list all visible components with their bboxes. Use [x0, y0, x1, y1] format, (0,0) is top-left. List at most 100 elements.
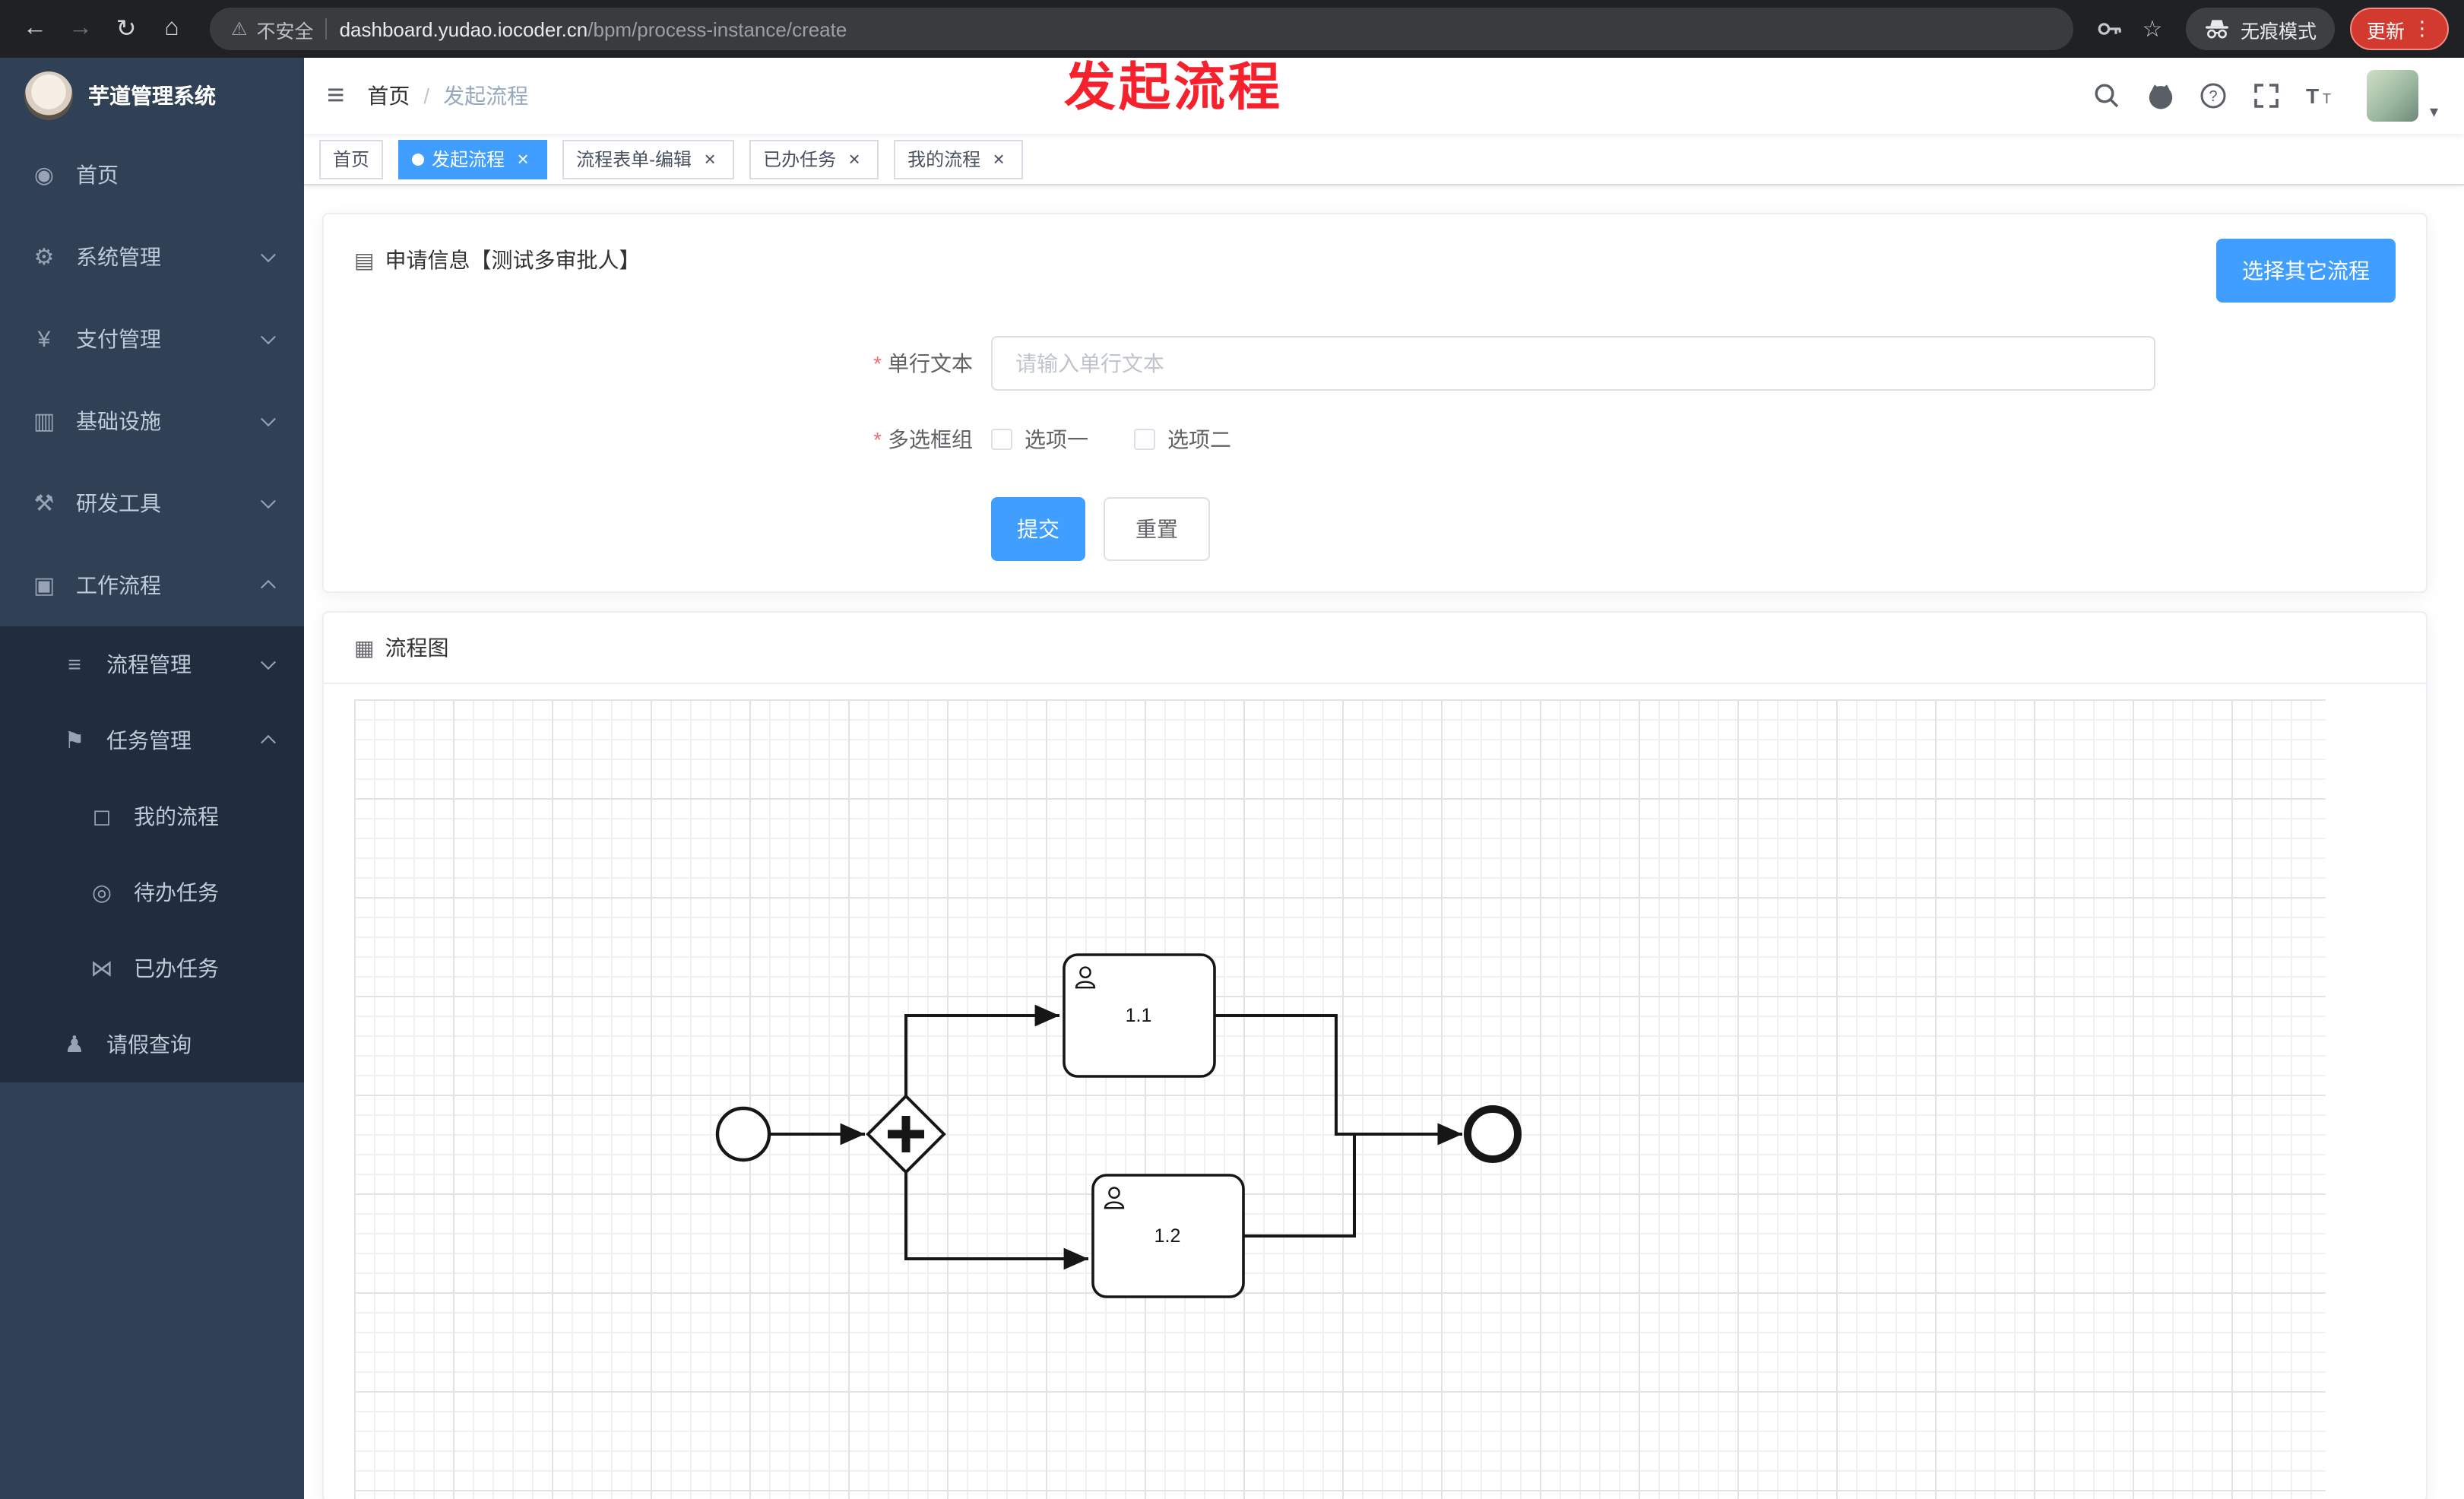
- address-divider: [325, 18, 328, 40]
- sidebar-item-label: 流程管理: [106, 652, 192, 677]
- page-content: ▤ 申请信息【测试多审批人】 选择其它流程 单行文本 多选框组 选项一: [304, 185, 2464, 1499]
- breadcrumb-current: 发起流程: [443, 84, 529, 108]
- tab-home[interactable]: 首页: [319, 139, 384, 179]
- tab-label: 流程表单-编辑: [576, 149, 692, 170]
- incognito-badge: 无痕模式: [2185, 8, 2335, 50]
- avatar-caret-icon: ▾: [2429, 103, 2438, 122]
- field-label-checkbox-group: 多选框组: [354, 424, 991, 455]
- url-domain: dashboard.yudao.iocoder.cn: [339, 17, 588, 40]
- form-icon: ▤: [354, 247, 375, 271]
- apply-info-card: ▤ 申请信息【测试多审批人】 选择其它流程 单行文本 多选框组 选项一: [322, 213, 2428, 593]
- diagram-icon: ▦: [354, 635, 375, 659]
- bpmn-parallel-gateway[interactable]: [866, 1094, 946, 1174]
- sidebar-item-label: 任务管理: [106, 728, 192, 753]
- sidebar-item-devtools[interactable]: ⚒ 研发工具: [0, 462, 304, 544]
- sidebar-item-payment[interactable]: ¥ 支付管理: [0, 298, 304, 380]
- tab-create-process[interactable]: 发起流程 ×: [398, 139, 548, 179]
- chrome-update-button[interactable]: 更新 ⋮: [2349, 8, 2449, 50]
- sidebar-item-system[interactable]: ⚙ 系统管理: [0, 216, 304, 298]
- bpmn-flow-task2-end: [1243, 1123, 1462, 1238]
- github-icon[interactable]: [2145, 81, 2175, 111]
- tab-label: 我的流程: [907, 149, 981, 170]
- bpmn-user-task-1-1[interactable]: 1.1: [1063, 953, 1216, 1078]
- sidebar-item-my-process[interactable]: ◻ 我的流程: [0, 778, 304, 854]
- address-bar[interactable]: ⚠ 不安全 dashboard.yudao.iocoder.cn/bpm/pro…: [210, 8, 2073, 50]
- sidebar-item-home[interactable]: ◉ 首页: [0, 134, 304, 216]
- active-dot: [412, 153, 425, 165]
- tab-label: 已办任务: [763, 149, 837, 170]
- person-icon: ♟: [64, 1032, 85, 1058]
- app-title: 芋道管理系统: [88, 84, 216, 108]
- close-icon[interactable]: ×: [993, 147, 1005, 170]
- checkbox-box-icon: [1134, 429, 1155, 450]
- sidebar-item-task-management[interactable]: ⚑ 任务管理: [0, 702, 304, 778]
- chevron-up-icon: [261, 579, 276, 595]
- choose-other-process-button[interactable]: 选择其它流程: [2216, 239, 2396, 303]
- app-logo: 芋道管理系统: [0, 58, 304, 134]
- bpmn-user-task-1-2[interactable]: 1.2: [1091, 1174, 1245, 1298]
- card-title: ▦ 流程图: [324, 613, 2426, 684]
- chevron-down-icon: [261, 493, 276, 509]
- chevron-down-icon: [261, 411, 276, 427]
- bpmn-flow-gateway-task2: [904, 1172, 1088, 1270]
- bpmn-flow-gateway-task1: [904, 1004, 1059, 1096]
- sidebar-item-label: 工作流程: [76, 573, 161, 597]
- fullscreen-icon[interactable]: [2251, 81, 2282, 111]
- infrastructure-icon: ▥: [33, 409, 55, 435]
- update-label: 更新: [2366, 21, 2405, 42]
- help-icon[interactable]: ?: [2198, 81, 2228, 111]
- task-label: 1.1: [1126, 1005, 1152, 1026]
- close-icon[interactable]: ×: [704, 147, 716, 170]
- sidebar-item-todo-tasks[interactable]: ◎ 待办任务: [0, 854, 304, 930]
- not-secure-warning-icon: ⚠: [231, 18, 248, 40]
- svg-text:T: T: [2306, 84, 2319, 108]
- password-key-icon[interactable]: [2092, 11, 2128, 47]
- sidebar-item-done-tasks[interactable]: ⋈ 已办任务: [0, 930, 304, 1006]
- workflow-icon: ▣: [33, 573, 55, 599]
- close-icon[interactable]: ×: [848, 147, 860, 170]
- sidebar: 芋道管理系统 ◉ 首页 ⚙ 系统管理 ¥ 支付管理 ▥ 基础设施: [0, 58, 304, 1499]
- bpmn-canvas[interactable]: 1.1 1.2: [354, 699, 2326, 1499]
- close-icon[interactable]: ×: [517, 147, 529, 170]
- field-label-single-text: 单行文本: [354, 348, 991, 379]
- bpmn-end-event[interactable]: [1464, 1105, 1522, 1163]
- sidebar-item-infrastructure[interactable]: ▥ 基础设施: [0, 380, 304, 462]
- sidebar-item-label: 支付管理: [76, 327, 161, 351]
- bpmn-start-event[interactable]: [715, 1106, 771, 1162]
- checkbox-label: 选项一: [1025, 427, 1088, 452]
- breadcrumb-home[interactable]: 首页: [367, 84, 410, 108]
- breadcrumb: 首页 / 发起流程: [367, 81, 528, 111]
- tab-form-edit[interactable]: 流程表单-编辑 ×: [562, 139, 735, 179]
- submit-button[interactable]: 提交: [991, 497, 1085, 561]
- sidebar-toggle-icon[interactable]: ≡: [327, 78, 345, 112]
- chevron-up-icon: [261, 734, 276, 750]
- dashboard-icon: ◉: [33, 163, 55, 189]
- sidebar-item-process-management[interactable]: ≡ 流程管理: [0, 626, 304, 702]
- user-avatar[interactable]: [2367, 70, 2418, 122]
- tab-label: 首页: [333, 149, 370, 170]
- security-label: 不安全: [256, 21, 314, 42]
- search-icon[interactable]: [2092, 81, 2122, 111]
- tab-my-process[interactable]: 我的流程 ×: [894, 139, 1024, 179]
- checkbox-option-1[interactable]: 选项一: [991, 424, 1088, 455]
- checkbox-option-2[interactable]: 选项二: [1134, 424, 1231, 455]
- tags-view: 首页 发起流程 × 流程表单-编辑 × 已办任务 × 我的流程 ×: [304, 134, 2464, 185]
- tab-label: 发起流程: [432, 149, 505, 170]
- tools-icon: ⚒: [33, 491, 55, 517]
- browser-home-icon[interactable]: ⌂: [164, 15, 179, 41]
- single-line-text-input[interactable]: [991, 336, 2155, 391]
- browser-reload-icon[interactable]: ↻: [116, 17, 137, 43]
- sidebar-item-leave-query[interactable]: ♟ 请假查询: [0, 1006, 304, 1082]
- browser-toolbar: ← → ↻ ⌂ ⚠ 不安全 dashboard.yudao.iocoder.cn…: [0, 0, 2464, 58]
- my-process-icon: ◻: [92, 804, 112, 830]
- bookmark-star-icon[interactable]: ☆: [2142, 17, 2163, 43]
- menu-dots-icon: ⋮: [2412, 17, 2432, 40]
- todo-eye-icon: ◎: [91, 880, 112, 906]
- sidebar-item-workflow[interactable]: ▣ 工作流程: [0, 544, 304, 626]
- tab-done-tasks[interactable]: 已办任务 ×: [749, 139, 879, 179]
- browser-back-icon[interactable]: ←: [23, 15, 47, 41]
- reset-button[interactable]: 重置: [1104, 497, 1210, 561]
- browser-forward-icon[interactable]: →: [68, 15, 93, 41]
